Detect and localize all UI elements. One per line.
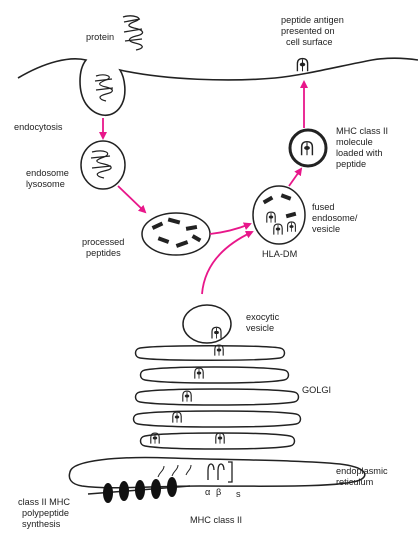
label-exocytic-1: exocytic bbox=[246, 312, 280, 322]
label-synthesis-1: class II MHC bbox=[18, 497, 70, 507]
label-peptide-antigen-3: cell surface bbox=[286, 37, 332, 47]
label-endosome-1: endosome bbox=[26, 168, 69, 178]
label-hla-dm: HLA-DM bbox=[262, 249, 297, 259]
label-alpha: α bbox=[205, 487, 211, 497]
label-peptide-antigen-2: presented on bbox=[281, 26, 335, 36]
pit-protein-coil bbox=[95, 75, 113, 101]
label-endocytosis: endocytosis bbox=[14, 122, 63, 132]
label-synthesis-3: synthesis bbox=[22, 519, 61, 529]
surface-mhc-molecule bbox=[297, 59, 307, 72]
label-fused-3: vesicle bbox=[312, 224, 340, 234]
exocytic-vesicle bbox=[183, 305, 231, 343]
label-exocytic-2: vesicle bbox=[246, 323, 274, 333]
label-beta: β bbox=[216, 487, 221, 497]
cell-membrane bbox=[18, 58, 418, 115]
label-protein: protein bbox=[86, 32, 114, 42]
label-mhc-loaded-2: molecule bbox=[336, 137, 373, 147]
label-mhc-loaded-4: peptide bbox=[336, 159, 366, 169]
processed-peptides-vesicle bbox=[142, 213, 210, 255]
label-mhc-class-ii: MHC class II bbox=[190, 515, 242, 525]
label-peptide-antigen-1: peptide antigen bbox=[281, 15, 344, 25]
label-chain-s: s bbox=[236, 489, 241, 499]
label-mhc-loaded-1: MHC class II bbox=[336, 126, 388, 136]
label-er-1: endoplasmic bbox=[336, 466, 388, 476]
label-mhc-loaded-3: loaded with bbox=[336, 148, 382, 158]
label-endosome-2: lysosome bbox=[26, 179, 65, 189]
label-synthesis-2: polypeptide bbox=[22, 508, 69, 518]
label-processed-1: processed bbox=[82, 237, 124, 247]
fused-endosome-vesicle bbox=[253, 186, 305, 244]
endoplasmic-reticulum bbox=[69, 458, 365, 488]
endosome-lysosome bbox=[81, 141, 125, 189]
label-fused-1: fused bbox=[312, 202, 334, 212]
label-processed-2: peptides bbox=[86, 248, 121, 258]
label-fused-2: endosome/ bbox=[312, 213, 358, 223]
labels: protein peptide antigen presented on cel… bbox=[14, 15, 388, 529]
label-golgi: GOLGI bbox=[302, 385, 331, 395]
label-er-2: reticulum bbox=[336, 477, 374, 487]
protein-coil bbox=[123, 16, 143, 50]
